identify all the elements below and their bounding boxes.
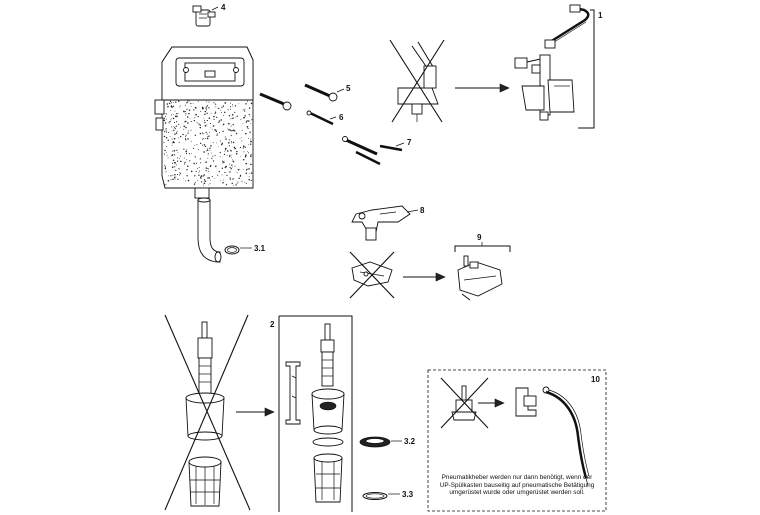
bracket-1 xyxy=(578,9,595,129)
arrow-replace xyxy=(455,83,510,93)
label-8: 8 xyxy=(420,206,425,215)
part-6-screw xyxy=(306,110,334,126)
note-line-2: UP-Spülkasten bauseitig auf pneumatische… xyxy=(439,481,595,489)
label-7: 7 xyxy=(407,138,412,147)
old-bracket xyxy=(351,261,393,287)
label-6: 6 xyxy=(339,113,344,122)
arrow-replace xyxy=(236,407,275,417)
old-lifter xyxy=(451,385,477,421)
old-flush-valve xyxy=(185,321,225,507)
part-5-screws xyxy=(259,83,338,111)
part-4-angle-valve xyxy=(192,5,216,27)
note-line-3: umgerüstet wurde oder umgerüstet werden … xyxy=(449,489,585,497)
label-10: 10 xyxy=(591,375,600,384)
part-7-bolts xyxy=(342,136,403,166)
part-8-bracket xyxy=(351,205,411,241)
cross-out-line xyxy=(389,39,443,123)
label-3-1: 3.1 xyxy=(254,244,266,253)
concealed-cistern xyxy=(154,46,254,199)
part-3-2-seal xyxy=(359,436,391,448)
label-2: 2 xyxy=(270,320,275,329)
cross-out-line xyxy=(164,314,251,511)
part-3-1-flush-elbow xyxy=(197,197,240,263)
label-9: 9 xyxy=(477,233,482,242)
pneumatic-kit-frame xyxy=(427,369,607,512)
part-1-fill-valve xyxy=(514,4,590,121)
cross-out-line xyxy=(440,377,489,429)
label-3-2: 3.2 xyxy=(404,437,416,446)
note-line-1: Pneumatikheber werden nur dann benötigt,… xyxy=(441,474,593,481)
bracket-2 xyxy=(278,315,353,512)
label-1: 1 xyxy=(598,11,603,20)
cross-out-line xyxy=(349,251,395,299)
label-5: 5 xyxy=(346,84,351,93)
arrow-replace xyxy=(478,398,505,408)
label-4: 4 xyxy=(221,3,226,12)
bracket-9 xyxy=(454,245,511,252)
part-2-flush-valve xyxy=(285,323,345,503)
label-3-3: 3.3 xyxy=(402,490,414,499)
pneumatic-note: Pneumatikheber werden nur dann benötigt,… xyxy=(428,474,606,497)
part-10-pneumatic-lifter xyxy=(515,386,590,487)
part-3-3-seal xyxy=(362,492,388,500)
cross-out-line xyxy=(391,39,445,123)
part-9-lever-assembly xyxy=(457,255,503,301)
cross-out-line xyxy=(164,314,249,511)
arrow-replace xyxy=(403,272,446,282)
cistern-insulation-texture xyxy=(163,100,253,186)
